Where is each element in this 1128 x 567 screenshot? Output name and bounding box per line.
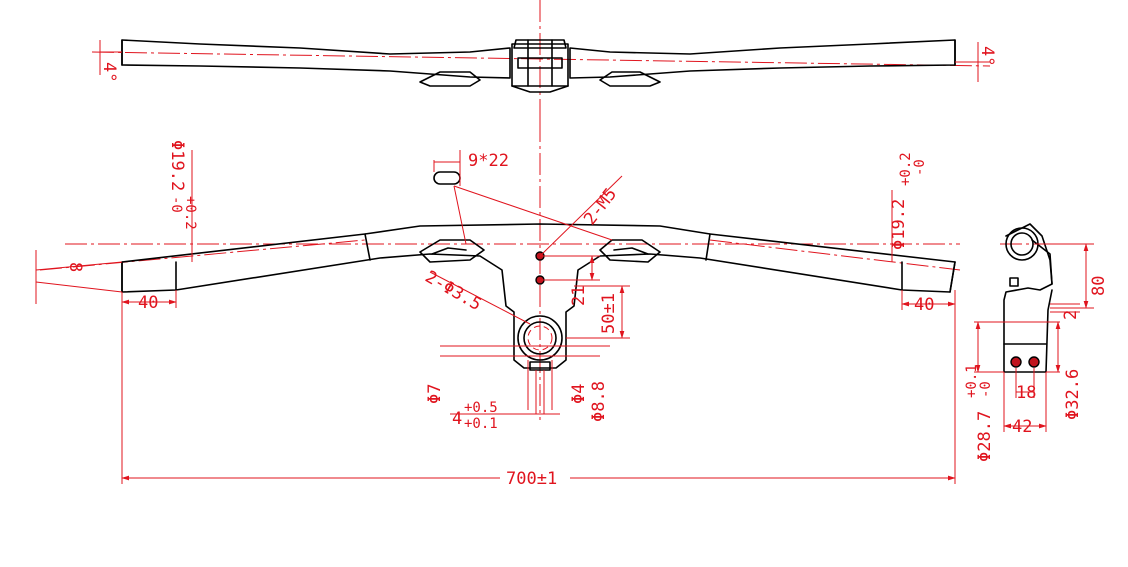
cable-port-left-inner <box>431 247 467 255</box>
side-stem-window <box>1009 277 1019 287</box>
side-bolt-lower-left <box>1010 356 1022 368</box>
stem-height-label: 50±1 <box>599 293 619 334</box>
left-clamp-diameter-label: Φ19.2 <box>167 140 187 191</box>
drop-label: 8 <box>65 262 85 272</box>
total-width-label: 700±1 <box>506 469 557 489</box>
front-view-right-axis <box>709 239 961 271</box>
drop-dim-ext-upper <box>35 261 123 271</box>
angle-left-label: 4° <box>99 62 119 82</box>
slot-leader-left <box>453 185 467 245</box>
right-clamp-length-label: 40 <box>914 295 934 315</box>
steerer-tol-upper: +0.1 <box>964 364 980 398</box>
top-view-port-right <box>599 71 661 87</box>
top-view-bar-left <box>121 39 511 79</box>
offset-tol-lower: +0.1 <box>464 416 498 432</box>
steerer-bore-hidden <box>527 325 553 351</box>
side-view: 80 2 Φ32.6 Φ28.7 +0.1 -0 18 42 <box>964 223 1109 462</box>
height-80-label: 80 <box>1089 276 1109 296</box>
top-view-stem-clamp <box>517 57 563 69</box>
side-stem-inner <box>1031 239 1053 285</box>
thread-callout-label: 2-M5 <box>580 184 621 229</box>
steerer-bore-outer <box>517 315 563 361</box>
bar-seam-right <box>705 233 711 261</box>
bolt-spacing-label: 21 <box>569 286 589 306</box>
right-clamp-diameter-label: Φ19.2 <box>889 199 909 250</box>
offset-label: 4 <box>452 409 462 429</box>
bar-end-right <box>949 261 956 293</box>
left-clamp-tol-upper: +0.2 <box>182 196 198 230</box>
top-view-stem-bottom <box>511 85 569 93</box>
top-view-port-left <box>419 71 481 87</box>
side-bar-clamp-inner <box>1010 232 1034 256</box>
steerer-tol-lower: -0 <box>978 381 994 398</box>
cable-port-right <box>599 239 661 263</box>
thread-leader <box>539 175 623 257</box>
stem-bottom-bolt <box>529 361 551 371</box>
cable-port-right-inner <box>613 247 649 255</box>
cable-port-left <box>419 239 485 263</box>
angle-right-label: 4° <box>977 46 997 66</box>
total-width-label-bg <box>500 468 570 488</box>
bore-phi88-label: Φ8.8 <box>589 381 609 422</box>
bolt-spacing-18-label: 18 <box>1016 383 1036 403</box>
offset-tol-upper: +0.5 <box>464 400 498 416</box>
left-clamp-tol-lower: -0 <box>168 196 184 213</box>
top-view: 4° 4° <box>91 0 997 120</box>
top-view-stem-cap <box>513 39 567 49</box>
front-view: 9*22 2-M5 2-Φ3.5 Φ19.2 +0.2 -0 Φ19.2 +0.… <box>35 120 961 489</box>
slot-size-label: 9*22 <box>468 151 509 171</box>
drop-dim-ext-lower <box>35 281 123 293</box>
bar-seam-left <box>364 233 371 261</box>
bar-diameter-label: Φ32.6 <box>1063 369 1083 420</box>
bore-phi4-label: Φ4 <box>569 384 589 404</box>
handlebar-outline <box>121 223 956 369</box>
steerer-diameter-label: Φ28.7 <box>975 411 995 462</box>
slot-shape <box>433 171 461 185</box>
steerer-bore-inner <box>523 321 557 355</box>
left-clamp-length-label: 40 <box>138 293 158 313</box>
rise-2-label: 2 <box>1061 310 1081 320</box>
side-bolt-lower-right <box>1028 356 1040 368</box>
top-view-horizontal-centerline <box>91 51 991 67</box>
right-clamp-tol-upper: +0.2 <box>898 152 914 186</box>
right-clamp-tol-lower: -0 <box>912 159 928 176</box>
bore-phi7-label: Φ7 <box>425 384 445 404</box>
clamp-width-42-label: 42 <box>1012 417 1032 437</box>
hole-callout-label: 2-Φ3.5 <box>422 267 485 315</box>
hole-leader <box>429 271 531 325</box>
slot-leader-right <box>453 185 613 241</box>
